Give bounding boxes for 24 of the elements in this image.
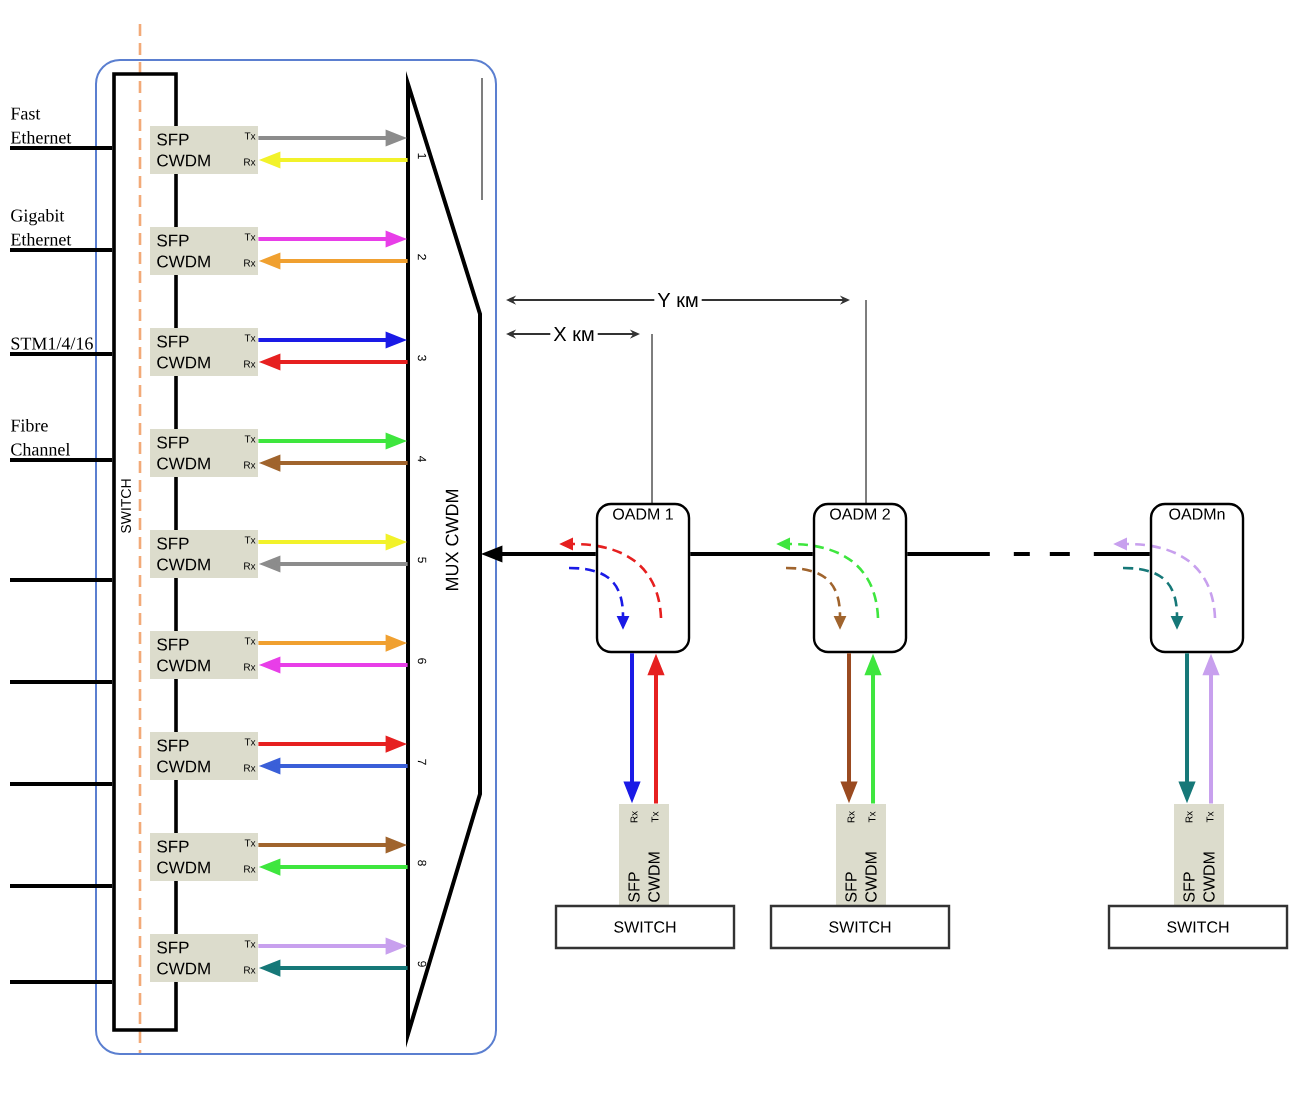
interface-label: STM1/4/16 bbox=[11, 337, 93, 350]
switch-box: SWITCH bbox=[769, 904, 951, 950]
connector-line bbox=[10, 458, 113, 462]
interface-label: Gigabit Ethernet bbox=[10, 208, 72, 246]
dimension-label: X км bbox=[550, 326, 598, 342]
connector-line bbox=[10, 578, 113, 582]
connector-line bbox=[10, 248, 113, 252]
interface-label: Fast Ethernet bbox=[10, 107, 72, 144]
connector-line bbox=[10, 980, 113, 984]
oadm-box: OADM 2 bbox=[812, 502, 908, 654]
connector-line bbox=[690, 552, 813, 556]
connector-line bbox=[10, 146, 113, 150]
switch-box: SWITCH bbox=[554, 904, 736, 950]
oadm-box: OADMn bbox=[1149, 502, 1245, 654]
dimension-label: Y км bbox=[654, 292, 702, 308]
connector-line bbox=[907, 552, 1150, 556]
switch-box: SWITCH bbox=[1107, 904, 1289, 950]
enclosure-frame bbox=[95, 59, 497, 1055]
connector-line bbox=[10, 680, 113, 684]
connector-line bbox=[10, 782, 113, 786]
oadm-box: OADM 1 bbox=[595, 502, 691, 654]
connector-line bbox=[10, 884, 113, 888]
connector-line bbox=[10, 352, 113, 356]
interface-label: Fibre Channel bbox=[10, 418, 71, 456]
